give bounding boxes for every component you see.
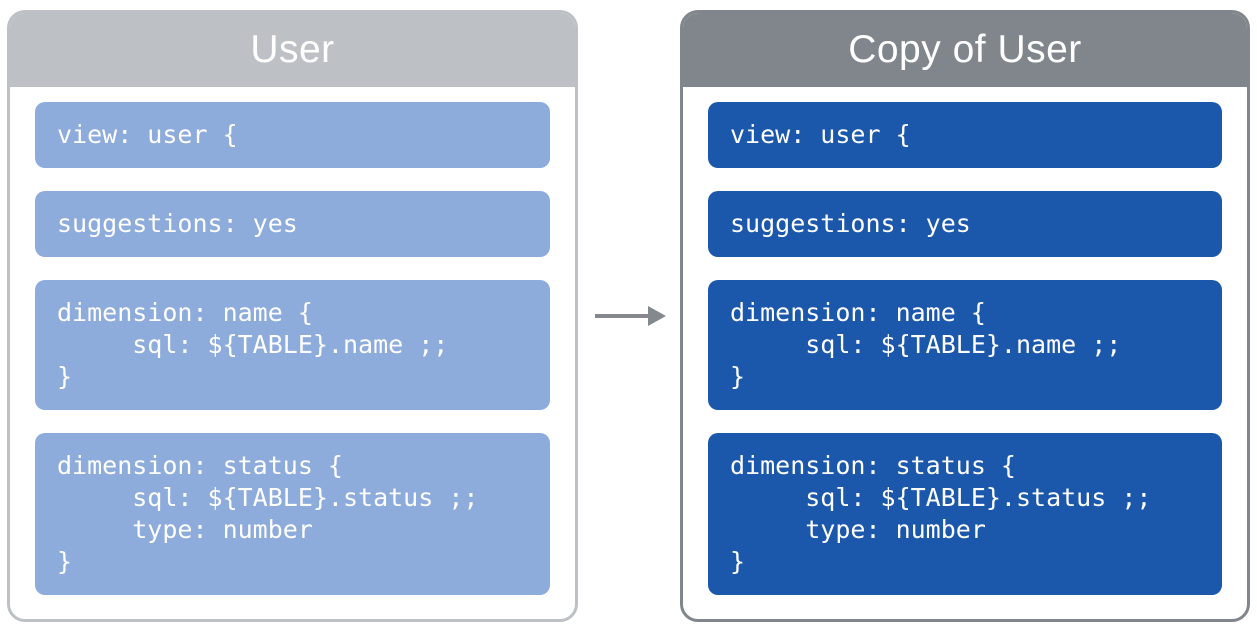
panel-copy-of-user-header: Copy of User [683,13,1247,87]
panel-user-header: User [10,13,575,87]
panel-user-body: view: user { suggestions: yes dimension:… [10,87,575,615]
code-block-dimension-name: dimension: name { sql: ${TABLE}.name ;; … [708,280,1222,410]
right-arrow-icon [595,306,666,326]
arrow-head [648,306,666,326]
panel-copy-of-user-title: Copy of User [848,28,1082,71]
panel-user-title: User [250,28,335,71]
code-block-suggestions-parameter: suggestions: yes [708,191,1222,257]
panel-copy-of-user: Copy of User view: user { suggestions: y… [680,10,1250,622]
code-block-suggestions-parameter: suggestions: yes [35,191,550,257]
panel-copy-of-user-body: view: user { suggestions: yes dimension:… [683,87,1247,615]
code-block-dimension-name: dimension: name { sql: ${TABLE}.name ;; … [35,280,550,410]
panel-user: User view: user { suggestions: yes dimen… [7,10,578,622]
code-block-view-declaration: view: user { [708,102,1222,168]
copy-arrow-icon [593,302,667,330]
code-block-view-declaration: view: user { [35,102,550,168]
code-block-dimension-status: dimension: status { sql: ${TABLE}.status… [35,433,550,595]
code-block-dimension-status: dimension: status { sql: ${TABLE}.status… [708,433,1222,595]
